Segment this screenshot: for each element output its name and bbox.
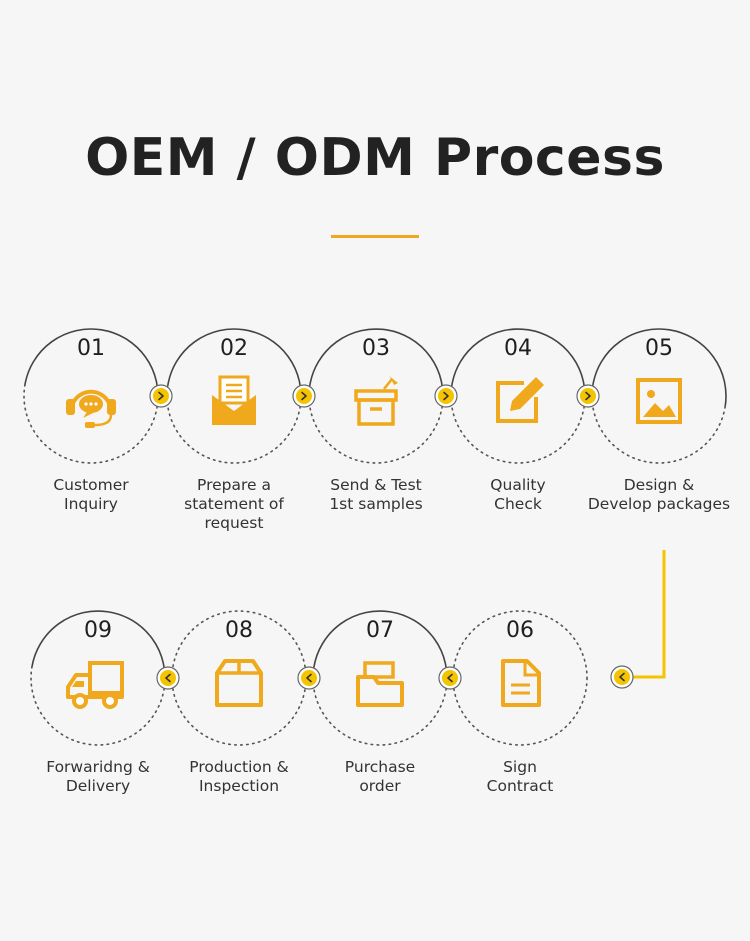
chevron-right-icon xyxy=(149,384,173,408)
step-circle-09 xyxy=(30,610,166,746)
row-connector-line xyxy=(622,550,666,679)
step-label-line: Customer xyxy=(53,476,129,494)
step-number: 01 xyxy=(77,336,105,361)
step-label-line: Inquiry xyxy=(64,495,118,513)
image-icon xyxy=(636,378,682,424)
step-number: 02 xyxy=(220,336,248,361)
package-box-icon xyxy=(215,659,263,707)
step-label-line: Develop packages xyxy=(587,495,731,513)
step-circle-03 xyxy=(308,328,444,464)
step-circle-04 xyxy=(450,328,586,464)
step-circle-07 xyxy=(312,610,448,746)
step-number: 03 xyxy=(362,336,390,361)
document-icon xyxy=(501,659,541,707)
title-underline xyxy=(331,235,419,238)
step-label-line: Inspection xyxy=(198,777,280,795)
step-label: Production &Inspection xyxy=(159,758,319,796)
step-label-line: request xyxy=(204,514,264,532)
step-number: 08 xyxy=(225,618,253,643)
chevron-left-icon xyxy=(297,666,321,690)
step-label-line: Purchase xyxy=(344,758,416,776)
step-label-line: Send & Test xyxy=(330,476,422,494)
step-label-line: Sign xyxy=(503,758,537,776)
edit-pencil-icon xyxy=(496,377,544,423)
step-label: Design &Develop packages xyxy=(579,476,739,514)
step-label-line: order xyxy=(359,777,401,795)
headset-chat-icon xyxy=(66,389,116,428)
step-number: 07 xyxy=(366,618,394,643)
step-label-line: Design & xyxy=(623,476,695,494)
chevron-right-icon xyxy=(292,384,316,408)
step-label-line: statement of xyxy=(184,495,284,513)
chevron-right-icon xyxy=(434,384,458,408)
chevron-left-icon xyxy=(438,666,462,690)
step-label-line: Delivery xyxy=(65,777,131,795)
step-label-line: Check xyxy=(494,495,542,513)
step-number: 04 xyxy=(504,336,532,361)
step-label-line: Production & xyxy=(189,758,289,776)
step-label-line: Contract xyxy=(486,777,554,795)
step-label-line: Forwaridng & xyxy=(46,758,150,776)
step-number: 05 xyxy=(645,336,673,361)
page-title: OEM / ODM Process xyxy=(85,128,665,188)
chevron-right-icon xyxy=(576,384,600,408)
delivery-truck-icon xyxy=(66,661,124,709)
step-label-line: Prepare a xyxy=(197,476,271,494)
envelope-letter-icon xyxy=(212,375,256,425)
step-number: 06 xyxy=(506,618,534,643)
folder-icon xyxy=(356,661,404,707)
step-label-line: Quality xyxy=(490,476,546,494)
step-label-line: 1st samples xyxy=(329,495,423,513)
step-circle-05 xyxy=(591,328,727,464)
chevron-left-icon xyxy=(156,666,180,690)
step-number: 09 xyxy=(84,618,112,643)
step-label: Forwaridng &Delivery xyxy=(18,758,178,796)
box-pin-icon xyxy=(354,375,398,426)
step-circle-02 xyxy=(166,328,302,464)
step-circle-01 xyxy=(23,328,159,464)
chevron-left-icon xyxy=(610,665,634,689)
